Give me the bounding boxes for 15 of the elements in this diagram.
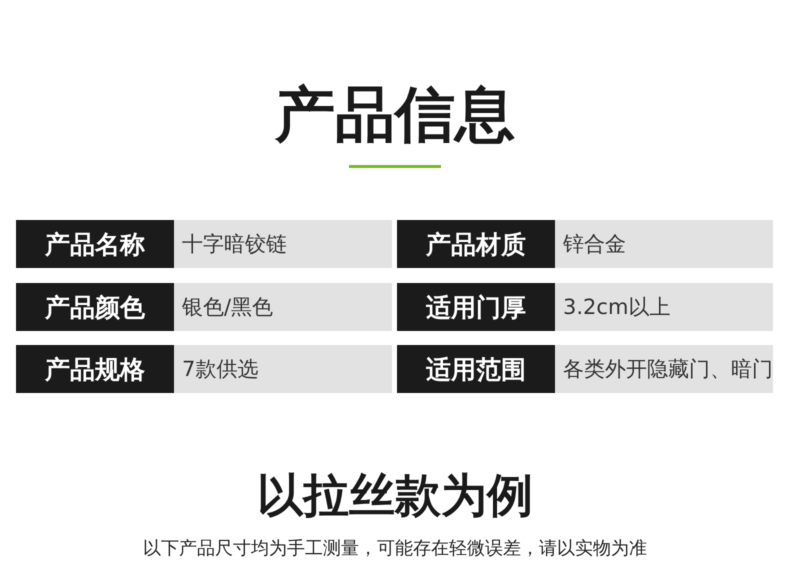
table-cell: 十字暗铰链 (174, 220, 392, 268)
page-title: 产品信息 (274, 79, 516, 150)
table-cell: 7款供选 (174, 345, 392, 393)
table-cell: 各类外开隐藏门、暗门 (555, 345, 773, 393)
table-header-cell: 产品材质 (397, 220, 555, 268)
table-cell: 3.2cm以上 (555, 283, 773, 331)
note-text: 以下产品尺寸均为手工测量，可能存在轻微误差，请以实物为准 (142, 537, 648, 561)
section-heading: 以拉丝款为例 (256, 467, 534, 524)
table-header-cell: 产品名称 (16, 220, 174, 268)
table-header-cell: 产品颜色 (16, 283, 174, 331)
table-cell: 银色/黑色 (174, 283, 392, 331)
table-header-cell: 适用门厚 (397, 283, 555, 331)
table-header-cell: 产品规格 (16, 345, 174, 393)
table-header-cell: 适用范围 (397, 345, 555, 393)
table-cell: 锌合金 (555, 220, 773, 268)
